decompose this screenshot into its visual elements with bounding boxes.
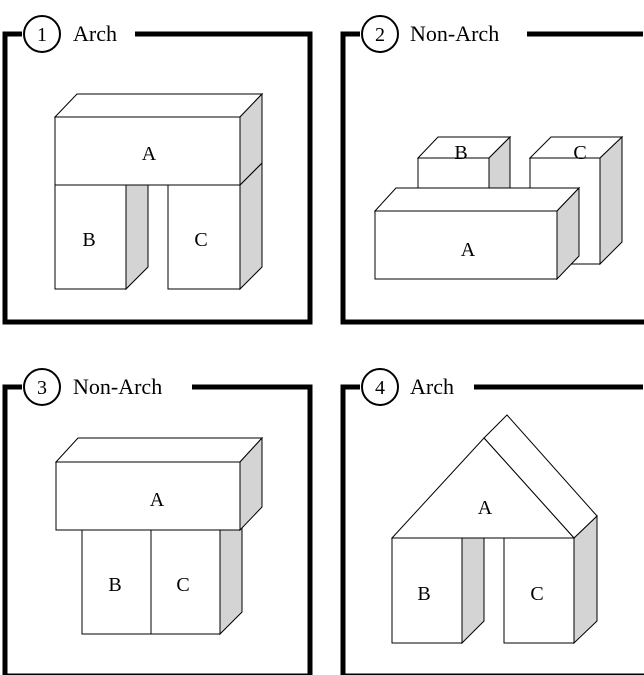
panel-4: 4 Arch B C A — [340, 368, 644, 675]
panel-1: 1 Arch B C A — [2, 15, 313, 325]
panel-3-block-b: B — [81, 529, 152, 635]
panel-4-block-a: A — [390, 414, 598, 539]
panel-3-block-a-label: A — [150, 489, 165, 511]
panel-2-block-c-label: C — [573, 142, 586, 164]
panel-4-block-b-label: B — [417, 583, 430, 605]
panel-4-number: 4 — [375, 377, 385, 399]
panel-4-frame — [340, 384, 644, 675]
panel-3-block-c: C — [150, 506, 243, 636]
panel-4-block-c: C — [503, 514, 598, 645]
panel-2-block-b-label: B — [454, 142, 467, 164]
panel-3: 3 Non-Arch B C A — [2, 368, 313, 675]
panel-1-label: Arch — [73, 21, 117, 46]
panel-1-block-b-label: B — [82, 229, 95, 251]
panel-2-number: 2 — [375, 24, 385, 46]
panel-1-number: 1 — [37, 24, 47, 46]
panel-3-number-badge — [23, 368, 61, 406]
panel-3-block-a: A — [54, 436, 264, 532]
panel-1-number-badge — [23, 15, 61, 53]
panel-1-block-c: C — [167, 161, 263, 291]
panel-2-block-a-label: A — [461, 239, 476, 261]
panel-1-block-c-label: C — [194, 229, 207, 251]
panel-4-block-c-label: C — [530, 583, 543, 605]
panel-4-label: Arch — [410, 374, 454, 399]
panel-2-block-a: A — [373, 186, 581, 281]
panel-2-frame — [340, 31, 644, 325]
panel-3-frame — [2, 384, 313, 675]
panel-2: 2 Non-Arch B C A — [340, 15, 644, 325]
panel-4-block-b: B — [391, 514, 485, 645]
panel-1-block-a: A — [53, 92, 264, 187]
panel-3-block-c-label: C — [176, 574, 189, 596]
panel-4-number-badge — [361, 368, 399, 406]
panel-1-block-a-label: A — [142, 143, 157, 165]
panel-1-block-b: B — [54, 161, 149, 291]
panel-2-label: Non-Arch — [410, 21, 499, 46]
panel-2-number-badge — [361, 15, 399, 53]
panel-3-number: 3 — [37, 377, 47, 399]
panel-3-label: Non-Arch — [73, 374, 162, 399]
panel-3-block-b-label: B — [108, 574, 121, 596]
panel-1-frame — [2, 31, 313, 325]
panel-4-block-a-label: A — [478, 497, 493, 519]
